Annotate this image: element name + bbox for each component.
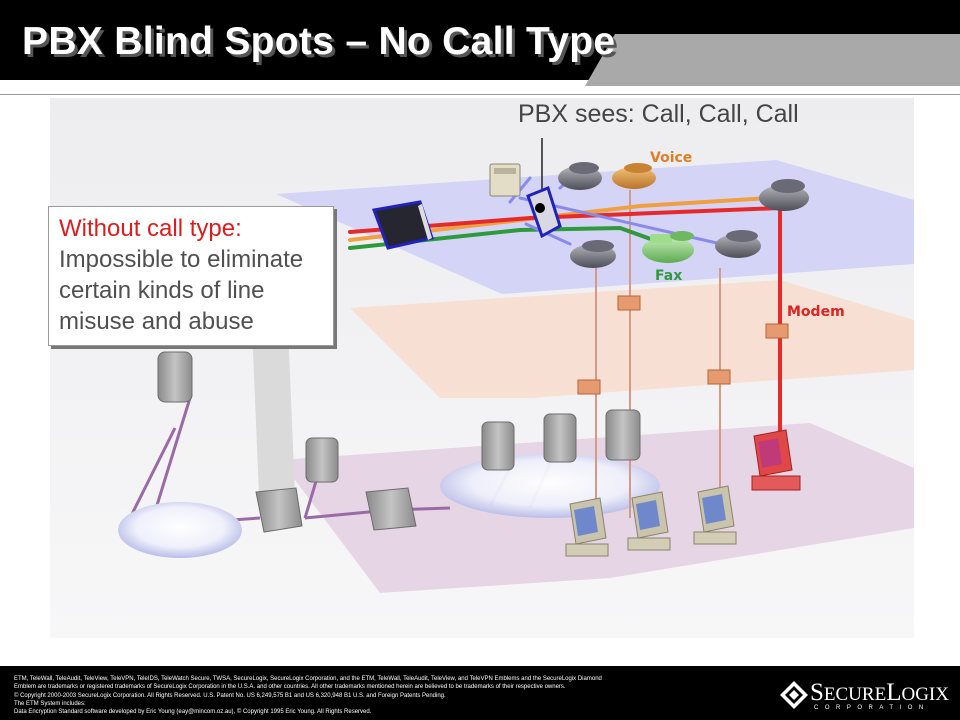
switch-box-icon [371,200,434,250]
logo-letters: ECURE [823,684,887,705]
callout-heading: Without call type: [59,215,242,242]
legal-line: © Copyright 2000-2003 SecureLogix Corpor… [14,692,446,699]
slide-title: PBX Blind Spots – No Call Type [22,20,616,63]
securelogix-logo: SECURELOGIX CORPORATION [780,679,955,715]
line-sensor-icon [577,379,601,395]
printer-icon [489,163,521,197]
diamond-emblem-icon [780,681,808,709]
legal-line: Emblem are trademarks or registered trad… [14,684,566,691]
logo-letters: OGIX [901,684,949,705]
logo-subtitle: CORPORATION [814,705,930,711]
callout-body: Impossible to eliminate certain kinds of… [59,246,304,335]
phone-icon [715,230,761,258]
legal-notice: ETM, TeleWall, TeleAudit, TeleView, Tele… [14,675,704,716]
computer-icon [565,497,609,557]
voice-label: Voice [650,150,693,166]
logo-letter: S [810,679,824,706]
voice-phone-icon [612,163,656,189]
phone-icon [570,240,616,268]
pbx-sees-label: PBX sees: Call, Call, Call [518,100,799,128]
server-tower-icon [481,421,515,471]
fax-machine-icon [642,231,694,263]
logo-wordmark: SECURELOGIX [810,679,949,707]
line-sensor-icon [765,323,789,339]
computer-icon [627,491,671,551]
title-bar-accent [628,34,960,86]
server-tower-icon [305,437,339,483]
pbx-icon [526,186,562,239]
callout-box: Without call type: Impossible to elimina… [48,206,334,346]
server-tower-icon [605,409,641,461]
server-tower-icon [543,413,577,463]
fax-label: Fax [655,268,683,284]
modem-label: Modem [787,304,845,320]
network-hub-icon [255,487,303,533]
phone-icon [558,162,602,190]
computer-icon [693,485,737,545]
logo-letter: L [886,679,902,706]
network-hub-icon [365,487,417,531]
legal-line: The ETM System includes: [14,700,86,707]
line-sensor-icon [617,295,641,311]
header-divider [0,94,960,95]
server-tower-icon [157,351,193,403]
network-diagram [50,98,914,638]
modem-computer-icon [751,429,801,491]
legal-line: Data Encryption Standard software develo… [14,709,372,716]
phone-icon [759,179,809,211]
line-sensor-icon [707,369,731,385]
legal-line: ETM, TeleWall, TeleAudit, TeleView, Tele… [14,676,602,682]
